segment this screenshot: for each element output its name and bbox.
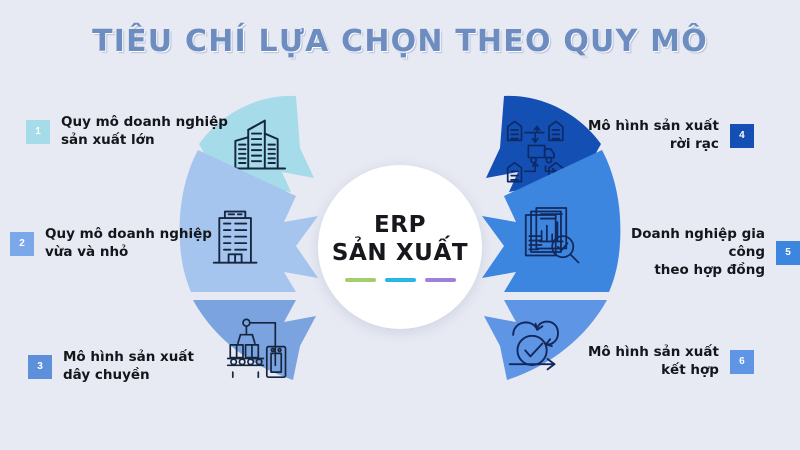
- robotic-arm-conveyor-icon: [226, 318, 287, 379]
- accent-bar-cyan: [384, 277, 416, 282]
- segment-5-wedge[interactable]: [482, 150, 621, 292]
- segment-5-group[interactable]: [482, 150, 621, 292]
- documents-chart-magnifier-icon: [524, 207, 580, 264]
- page-title: TIÊU CHÍ LỰA CHỌN THEO QUY MÔ: [92, 24, 708, 59]
- label-text-4: Mô hình sản xuất rời rạc: [588, 118, 719, 152]
- badge-number-2: 2: [10, 231, 34, 256]
- label-text-3: Mô hình sản xuất dây chuyền: [63, 349, 194, 383]
- badge-number-1: 1: [26, 119, 50, 144]
- label-segment-2[interactable]: 2 Quy mô doanh nghiệp vừa và nhỏ: [10, 226, 212, 262]
- badge-number-3: 3: [28, 354, 52, 379]
- center-line-1: ERP: [373, 212, 427, 239]
- segment-3-group[interactable]: [193, 300, 316, 380]
- label-segment-6[interactable]: Mô hình sản xuất kết hợp 6: [588, 344, 754, 380]
- badge-number-5: 5: [776, 240, 800, 265]
- segment-6-group[interactable]: [484, 300, 607, 380]
- label-segment-5[interactable]: Doanh nghiệp gia công theo hợp đồng 5: [600, 226, 800, 279]
- accent-bar-purple: [424, 277, 456, 282]
- label-segment-4[interactable]: Mô hình sản xuất rời rạc 4: [588, 118, 754, 154]
- label-segment-3[interactable]: 3 Mô hình sản xuất dây chuyền: [28, 349, 194, 385]
- segment-2-wedge[interactable]: [179, 150, 318, 292]
- label-text-5: Doanh nghiệp gia công theo hợp đồng: [631, 226, 765, 278]
- label-text-6: Mô hình sản xuất kết hợp: [588, 344, 719, 378]
- badge-number-6: 6: [729, 349, 754, 374]
- segment-6-wedge[interactable]: [484, 300, 607, 380]
- label-text-1: Quy mô doanh nghiệp sản xuất lớn: [61, 114, 228, 148]
- accent-bars: [344, 277, 456, 282]
- label-text-2: Quy mô doanh nghiệp vừa và nhỏ: [45, 226, 212, 260]
- office-buildings-icon: [228, 119, 287, 170]
- single-tower-building-icon: [212, 210, 258, 264]
- center-circle: ERP SẢN XUẤT: [318, 165, 482, 329]
- label-segment-1[interactable]: 1 Quy mô doanh nghiệp sản xuất lớn: [26, 114, 228, 150]
- badge-number-4: 4: [729, 123, 754, 148]
- segment-2-group[interactable]: [179, 150, 318, 292]
- center-line-2: SẢN XUẤT: [331, 239, 469, 266]
- accent-bar-green: [344, 277, 376, 282]
- agile-cycle-check-icon: [508, 320, 559, 371]
